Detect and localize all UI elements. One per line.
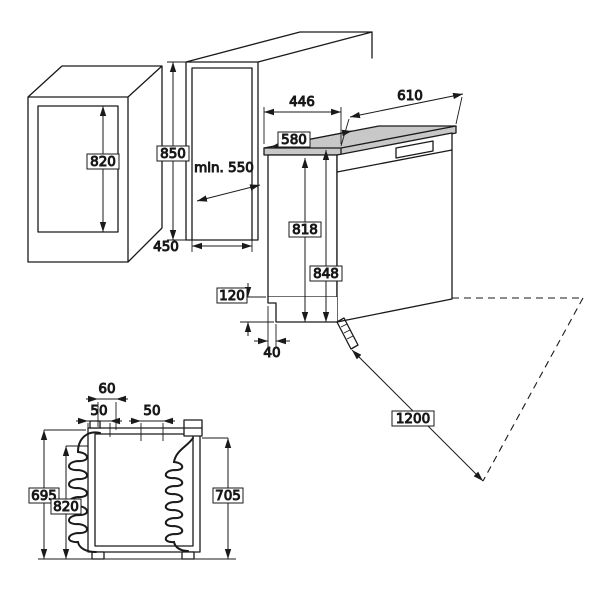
rear-top-left-bracket	[89, 420, 101, 429]
middle-cabinet-inner-panels	[191, 67, 253, 241]
dim-label-848: 848	[313, 266, 339, 282]
rear-view	[38, 419, 236, 560]
dishwasher-control-panel	[395, 140, 434, 159]
dishwasher-side-seam	[336, 149, 453, 173]
dim-label-818: 818	[292, 222, 318, 238]
open-door-hatching	[340, 323, 354, 340]
dim-label-min-550: min. 550	[194, 160, 254, 176]
dim-label-40: 40	[263, 345, 280, 361]
dishwasher-plinth	[267, 296, 338, 323]
dim-plinth-height: 120	[216, 283, 274, 336]
dim-height-with-top: 848	[309, 150, 343, 322]
dim-label-120: 120	[219, 288, 245, 304]
dim-label-446: 446	[289, 94, 315, 110]
dim-label-1200: 1200	[396, 411, 430, 427]
dishwasher-plinth-fill	[268, 297, 337, 322]
dim-label-820-rear: 820	[53, 499, 79, 515]
dim-label-820-cabinet: 820	[90, 154, 116, 170]
rear-panel-inner	[94, 433, 194, 547]
inlet-hose-coil	[164, 437, 194, 552]
dim-rear-body-height: 820	[50, 445, 88, 559]
dim-niche-min-depth: min. 550	[194, 160, 261, 202]
open-door-right-edge	[482, 297, 584, 482]
left-cabinet	[27, 65, 163, 263]
dim-rear-middle-offset: 50	[129, 403, 175, 441]
dim-label-610: 610	[397, 88, 423, 104]
open-door-edge-detail	[336, 317, 359, 350]
dim-rear-top-offset: 60	[86, 381, 128, 430]
door-open-projection	[336, 297, 584, 482]
dim-top-width: 446	[263, 94, 342, 144]
dim-cabinet-inner-height: 820	[86, 106, 120, 232]
dim-label-50-middle: 50	[143, 403, 160, 419]
dim-total-depth: 610	[340, 88, 464, 147]
dim-label-50-left: 50	[90, 403, 107, 419]
dim-door-open-clearance: 1200	[351, 349, 484, 482]
dim-label-60: 60	[98, 381, 115, 397]
left-cabinet-outline	[27, 65, 163, 263]
dim-label-580: 580	[281, 132, 307, 148]
dim-height-without-top: 818	[288, 158, 322, 322]
dim-niche-width: 450	[153, 239, 253, 256]
dim-top-depth: 580	[270, 129, 353, 149]
dim-rear-left-offset: 50	[76, 403, 122, 437]
dim-label-705: 705	[215, 488, 241, 504]
dim-niche-height: 850	[156, 61, 190, 241]
dim-label-450: 450	[153, 239, 179, 255]
dim-plinth-recess: 40	[254, 306, 290, 362]
dim-inlet-hose-height: 705	[202, 437, 244, 559]
left-foot	[91, 551, 105, 560]
dim-label-850: 850	[160, 146, 186, 162]
left-cabinet-niche-opening	[37, 105, 119, 233]
right-foot	[181, 551, 195, 560]
drain-hose-coil	[68, 431, 101, 553]
